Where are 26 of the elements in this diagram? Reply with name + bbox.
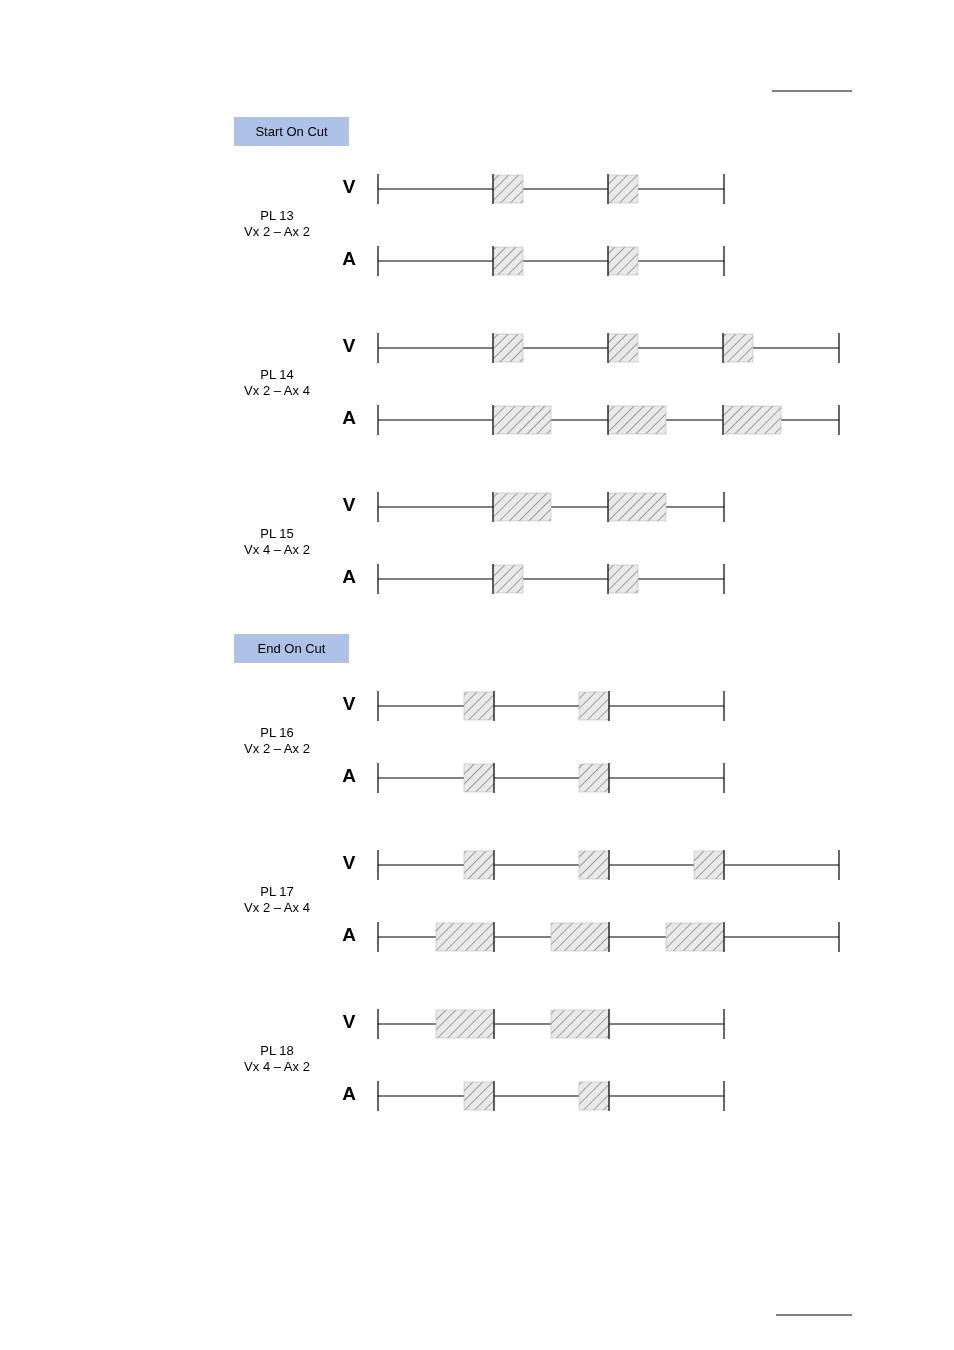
section-heading-band: End On Cut [234, 634, 349, 663]
clip-count-label: Vx 2 – Ax 4 [244, 383, 310, 398]
track-letter: A [342, 566, 356, 588]
clip-count-label: Vx 2 – Ax 4 [244, 900, 310, 915]
playlist-name: PL 17 [260, 884, 294, 899]
track-letter: V [342, 335, 356, 357]
playlist-name: PL 13 [260, 208, 294, 223]
playlist-name: PL 14 [260, 367, 294, 382]
track-letter: A [342, 248, 356, 270]
track-letter: V [342, 693, 356, 715]
track-letter: A [342, 924, 356, 946]
track-letter: A [342, 407, 356, 429]
track-letter: V [342, 494, 356, 516]
section-heading-band: Start On Cut [234, 117, 349, 146]
clip-count-label: Vx 4 – Ax 2 [244, 1059, 310, 1074]
track-letter: V [342, 176, 356, 198]
track-letter: A [342, 765, 356, 787]
track-letter: V [342, 1011, 356, 1033]
track-letter: V [342, 852, 356, 874]
clip-count-label: Vx 4 – Ax 2 [244, 542, 310, 557]
playlist-name: PL 18 [260, 1043, 294, 1058]
playlist-name: PL 16 [260, 725, 294, 740]
clip-count-label: Vx 2 – Ax 2 [244, 741, 310, 756]
clip-count-label: Vx 2 – Ax 2 [244, 224, 310, 239]
track-letter: A [342, 1083, 356, 1105]
playlist-name: PL 15 [260, 526, 294, 541]
